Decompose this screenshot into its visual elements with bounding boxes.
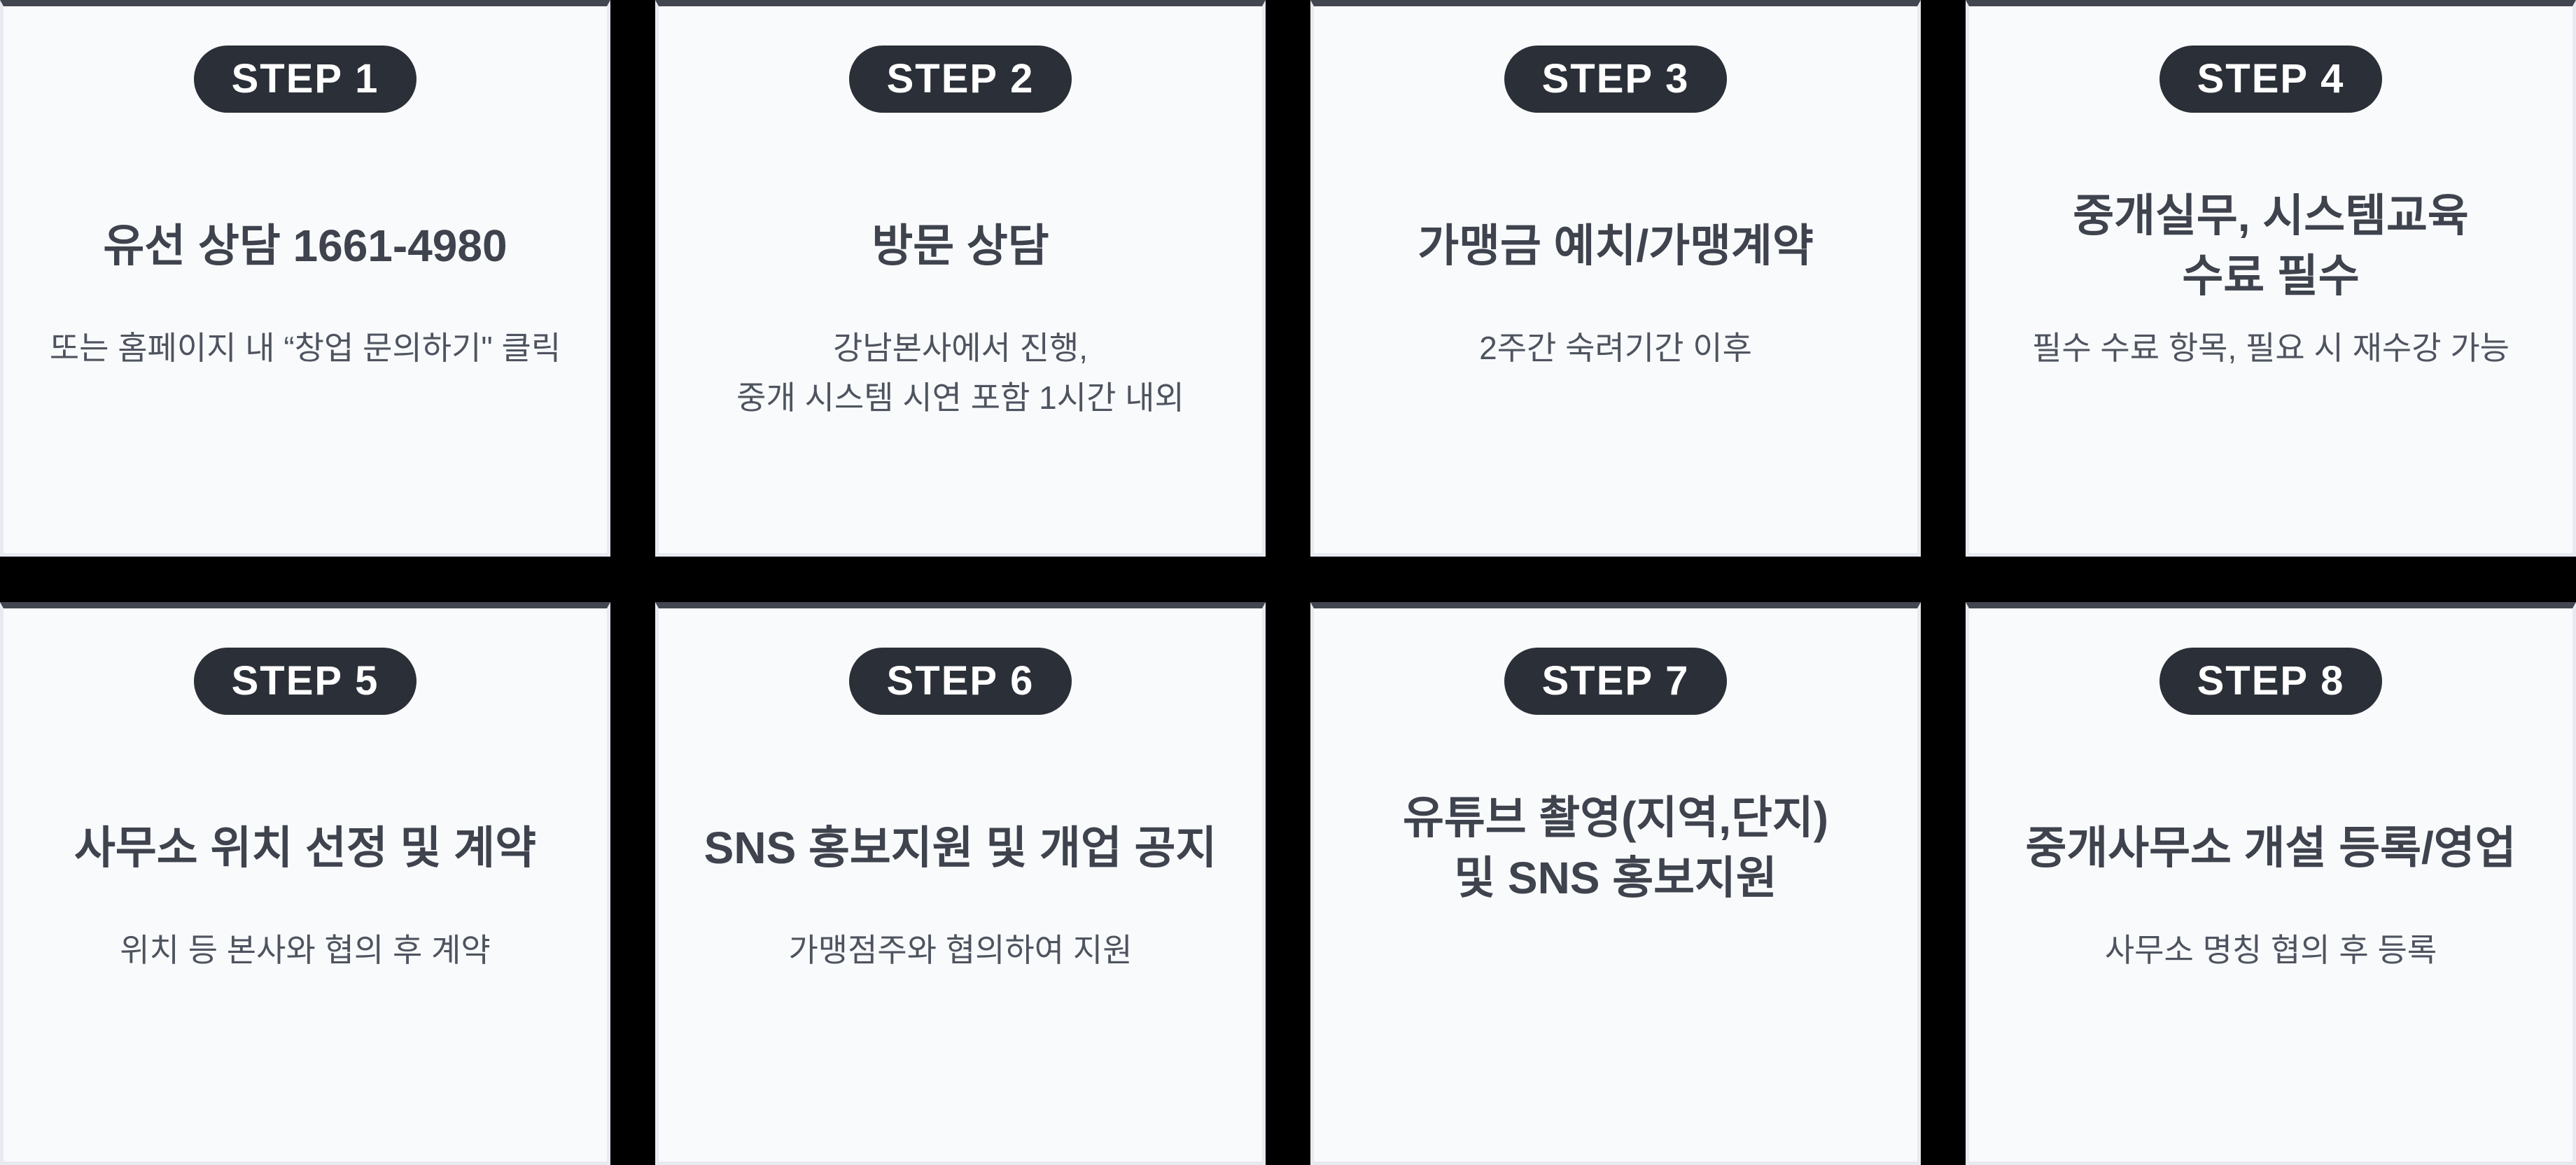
step-description-line: 위치 등 본사와 협의 후 계약 [120, 932, 491, 968]
step-title-line: 사무소 위치 선정 및 계약 [74, 822, 536, 873]
step-title-line: 유튜브 촬영(지역,단지) [1402, 792, 1829, 843]
step-description-line: 또는 홈페이지 내 “창업 문의하기" 클릭 [49, 330, 561, 366]
step-title: 중개실무, 시스템교육 수료 필수 [1969, 172, 2572, 319]
step-card-2: STEP 2 방문 상담 강남본사에서 진행, 중개 시스템 시연 포함 1시간… [655, 0, 1266, 557]
step-card-6: STEP 6 SNS 홍보지원 및 개업 공지 가맹점주와 협의하여 지원 [655, 602, 1266, 1165]
step-description: 필수 수료 항목, 필요 시 재수강 가능 [1969, 323, 2572, 373]
step-title: 중개사무소 개설 등록/영업 [1969, 774, 2572, 921]
step-badge: STEP 7 [1504, 648, 1728, 715]
step-description-line: 2주간 숙려기간 이후 [1479, 330, 1752, 366]
step-description: 2주간 숙려기간 이후 [1314, 323, 1917, 373]
step-description-line: 필수 수료 항목, 필요 시 재수강 가능 [2032, 330, 2510, 366]
step-badge: STEP 4 [2159, 46, 2383, 113]
step-description: 가맹점주와 협의하여 지원 [659, 926, 1262, 975]
step-card-8: STEP 8 중개사무소 개설 등록/영업 사무소 명칭 협의 후 등록 [1966, 602, 2576, 1165]
step-title: 방문 상담 [659, 172, 1262, 319]
step-title: SNS 홍보지원 및 개업 공지 [659, 774, 1262, 921]
step-badge: STEP 2 [848, 46, 1072, 113]
step-description: 사무소 명칭 협의 후 등록 [1969, 926, 2572, 975]
step-card-5: STEP 5 사무소 위치 선정 및 계약 위치 등 본사와 협의 후 계약 [0, 602, 610, 1165]
step-description: 위치 등 본사와 협의 후 계약 [4, 926, 607, 975]
step-description-line: 사무소 명칭 협의 후 등록 [2104, 932, 2437, 968]
step-title-line: 가맹금 예치/가맹계약 [1418, 220, 1814, 271]
step-description: 강남본사에서 진행, 중개 시스템 시연 포함 1시간 내외 [659, 323, 1262, 424]
step-description-line: 중개 시스템 시연 포함 1시간 내외 [736, 379, 1184, 417]
step-description: 또는 홈페이지 내 “창업 문의하기" 클릭 [4, 323, 607, 373]
step-card-7: STEP 7 유튜브 촬영(지역,단지) 및 SNS 홍보지원 [1310, 602, 1921, 1165]
step-title-line: 중개실무, 시스템교육 [2073, 190, 2469, 241]
step-badge: STEP 6 [848, 648, 1072, 715]
step-badge: STEP 5 [193, 648, 417, 715]
step-badge: STEP 1 [193, 46, 417, 113]
step-title-line: 수료 필수 [2182, 251, 2360, 301]
step-title-line: 유선 상담 1661-4980 [103, 220, 507, 271]
step-card-4: STEP 4 중개실무, 시스템교육 수료 필수 필수 수료 항목, 필요 시 … [1966, 0, 2576, 557]
step-badge: STEP 3 [1504, 46, 1728, 113]
step-card-1: STEP 1 유선 상담 1661-4980 또는 홈페이지 내 “창업 문의하… [0, 0, 610, 557]
step-title: 유선 상담 1661-4980 [4, 172, 607, 319]
step-title-line: SNS 홍보지원 및 개업 공지 [704, 822, 1217, 873]
step-title-line: 중개사무소 개설 등록/영업 [2025, 822, 2516, 873]
step-description-line: 가맹점주와 협의하여 지원 [788, 932, 1133, 968]
step-title-line: 및 SNS 홍보지원 [1454, 853, 1777, 903]
step-card-3: STEP 3 가맹금 예치/가맹계약 2주간 숙려기간 이후 [1310, 0, 1921, 557]
step-title: 사무소 위치 선정 및 계약 [4, 774, 607, 921]
step-title-line: 방문 상담 [872, 220, 1049, 271]
step-badge: STEP 8 [2159, 648, 2383, 715]
step-description-line: 강남본사에서 진행, [832, 330, 1088, 366]
step-title: 유튜브 촬영(지역,단지) 및 SNS 홍보지원 [1314, 774, 1917, 921]
step-title: 가맹금 예치/가맹계약 [1314, 172, 1917, 319]
